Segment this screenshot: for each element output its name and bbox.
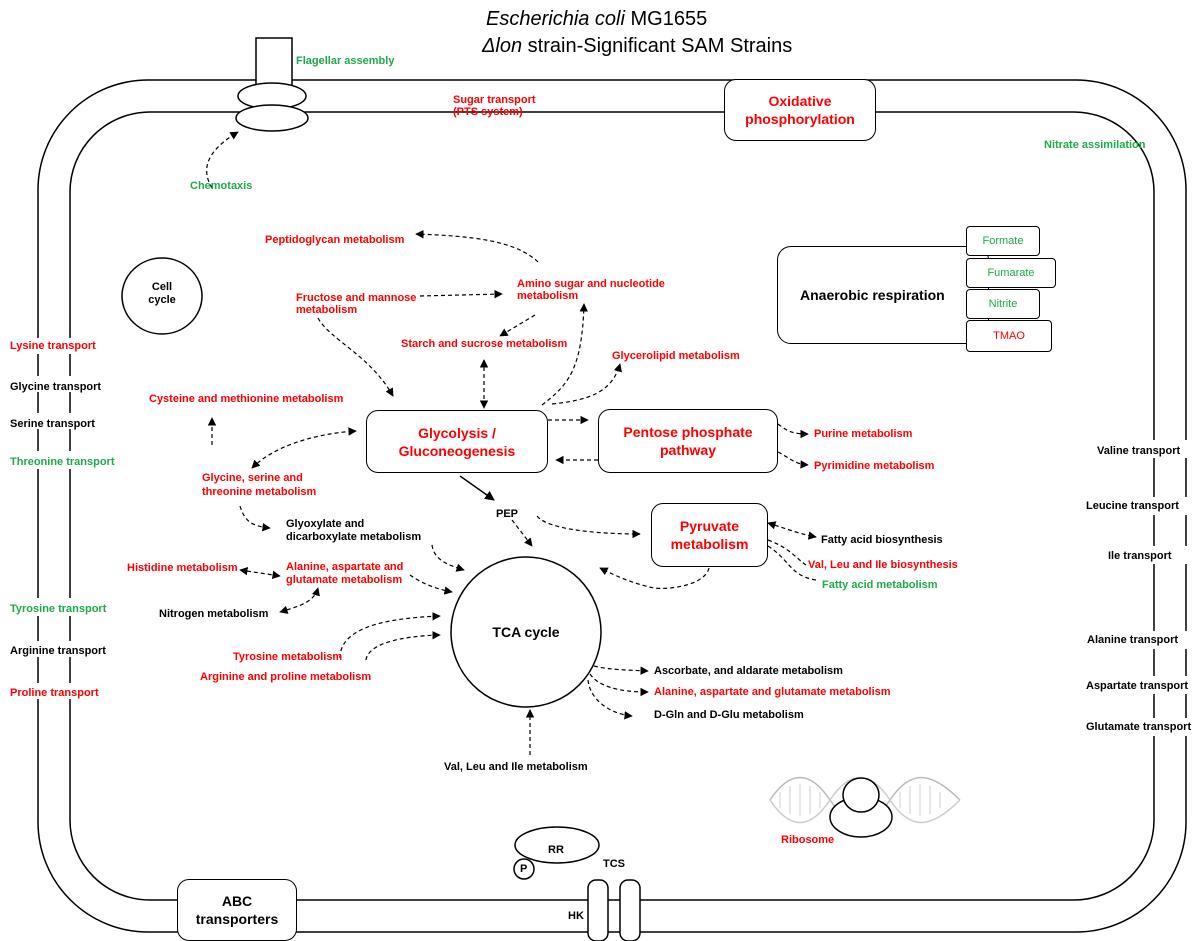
dgln-dglu-label: D-Gln and D-Glu metabolism <box>654 709 804 721</box>
left-channel-gaps <box>36 338 73 699</box>
rr-shape <box>514 826 600 864</box>
pyruvate-line1: Pyruvate <box>679 518 740 534</box>
fructose-line1: Fructose and mannose <box>296 292 417 304</box>
glycerolipid-label: Glycerolipid metabolism <box>612 350 740 362</box>
fumarate-box: Fumarate <box>966 258 1056 288</box>
pentose-phosphate-box: Pentose phosphate pathway <box>598 409 778 473</box>
glycolysis-to-pep-arrow <box>459 475 495 501</box>
cell-cycle-circle <box>121 257 203 335</box>
oxidative-phosphorylation-box: Oxidative phosphorylation <box>724 79 876 141</box>
glyoxylate-line2: dicarboxylate metabolism <box>286 531 422 543</box>
abc-line1: ABC <box>221 893 253 909</box>
tmao-box: TMAO <box>966 320 1052 352</box>
formate-box: Formate <box>966 226 1040 256</box>
tca-cycle-circle <box>450 556 602 708</box>
oxphos-line1: Oxidative <box>768 93 832 109</box>
tcs-label: TCS <box>603 858 625 870</box>
title-gene: lon <box>495 35 523 57</box>
sugar-transport-label: Sugar transport <box>453 94 536 106</box>
phosphate-circle <box>513 858 535 880</box>
peptidoglycan-label: Peptidoglycan metabolism <box>265 234 405 246</box>
title-strain-id: MG1655 <box>630 8 708 30</box>
title-delta: Δ <box>482 35 496 57</box>
alanine-aspartate-line2: glutamate metabolism <box>286 574 403 586</box>
ribosome-icon <box>769 776 961 838</box>
alanine-transport-label: Alanine transport <box>1087 634 1179 646</box>
alanine-aspartate-line1: Alanine, aspartate and <box>286 561 404 573</box>
arginine-transport-label: Arginine transport <box>10 645 106 657</box>
fructose-line2: metabolism <box>296 304 358 316</box>
fatty-acid-biosynthesis-label: Fatty acid biosynthesis <box>821 534 943 546</box>
glycolysis-line1: Glycolysis / <box>418 424 496 441</box>
fatty-acid-metabolism-label: Fatty acid metabolism <box>822 579 938 591</box>
pyruvate-box: Pyruvate metabolism <box>651 503 768 567</box>
cell-outer-membrane <box>37 79 1187 933</box>
abc-transporters-box: ABC transporters <box>177 879 297 941</box>
val-leu-ile-metabolism-label: Val, Leu and Ile metabolism <box>444 761 588 773</box>
glyoxylate-line1: Glyoxylate and <box>286 518 365 530</box>
ppp-line1: Pentose phosphate <box>623 424 753 440</box>
glycolysis-box: Glycolysis /Gluconeogenesis <box>366 410 548 473</box>
arginine-proline-label: Arginine and proline metabolism <box>200 671 372 683</box>
rr-label: RR <box>548 844 564 856</box>
glycine-serine-line2: threonine metabolism <box>202 486 317 498</box>
phosphate-label: P <box>520 863 528 875</box>
tca-cycle-label: TCA cycle <box>492 624 560 640</box>
title-organism: Escherichia coli <box>486 8 625 30</box>
anaerobic-respiration-label: Anaerobic respiration <box>800 287 945 303</box>
pyruvate-line2: metabolism <box>670 536 749 552</box>
abc-line2: transporters <box>195 911 279 927</box>
pyrimidine-label: Pyrimidine metabolism <box>814 460 935 472</box>
title-rest: strain-Significant SAM Strains <box>522 35 793 57</box>
serine-transport-label: Serine transport <box>10 418 95 430</box>
right-channel-gaps <box>1150 440 1190 736</box>
glutamate-transport-label: Glutamate transport <box>1086 721 1192 733</box>
val-leu-biosynthesis-label: Val, Leu and Ile biosynthesis <box>808 559 958 571</box>
chemotaxis-label: Chemotaxis <box>190 180 253 192</box>
title-line-1: Escherichia coli MG1655 <box>486 7 707 31</box>
valine-transport-label: Valine transport <box>1097 445 1181 457</box>
tyrosine-transport-label: Tyrosine transport <box>10 603 107 615</box>
nitrogen-label: Nitrogen metabolism <box>159 608 269 620</box>
nitrate-assimilation-label: Nitrate assimilation <box>1044 139 1146 151</box>
glycine-transport-label: Glycine transport <box>10 381 102 393</box>
ile-transport-label: Ile transport <box>1108 550 1172 562</box>
flagellar-assembly-label: Flagellar assembly <box>296 55 395 67</box>
histidine-label: Histidine metabolism <box>127 562 238 574</box>
hk-label: HK <box>568 910 584 922</box>
cell-cycle-line1: Cell <box>151 281 173 293</box>
flagellar-motor <box>235 37 309 132</box>
ppp-line2: pathway <box>659 442 716 458</box>
aspartate-transport-label: Aspartate transport <box>1086 680 1189 692</box>
starch-sucrose-label: Starch and sucrose metabolism <box>401 338 568 350</box>
pts-system-label: (PTS system) <box>453 106 523 118</box>
hk-channel <box>587 879 641 941</box>
pep-label: PEP <box>496 508 519 520</box>
amino-sugar-line2: metabolism <box>517 290 579 302</box>
anaerobic-respiration-box: Anaerobic respiration <box>777 246 989 344</box>
alanine-aspartate-full-label: Alanine, aspartate and glutamate metabol… <box>654 686 891 698</box>
threonine-transport-label: Threonine transport <box>10 456 115 468</box>
cell-cycle-line2: cycle <box>148 294 176 306</box>
pathway-arrows <box>206 131 817 755</box>
nitrite-box: Nitrite <box>966 289 1040 319</box>
ribosome-label: Ribosome <box>781 834 835 846</box>
amino-sugar-line1: Amino sugar and nucleotide <box>517 278 665 290</box>
title-line-2: Δlon strain-Significant SAM Strains <box>482 34 792 58</box>
proline-transport-label: Proline transport <box>10 687 99 699</box>
lysine-transport-label: Lysine transport <box>10 340 96 352</box>
oxphos-line2: phosphorylation <box>745 111 855 127</box>
glycine-serine-line1: Glycine, serine and <box>202 472 303 484</box>
ascorbate-label: Ascorbate, and aldarate metabolism <box>654 665 843 677</box>
cysteine-methionine-label: Cysteine and methionine metabolism <box>149 393 344 405</box>
purine-label: Purine metabolism <box>814 428 913 440</box>
leucine-transport-label: Leucine transport <box>1086 500 1179 512</box>
glycolysis-line2: Gluconeogenesis <box>398 442 516 459</box>
tyrosine-metabolism-label: Tyrosine metabolism <box>233 651 343 663</box>
